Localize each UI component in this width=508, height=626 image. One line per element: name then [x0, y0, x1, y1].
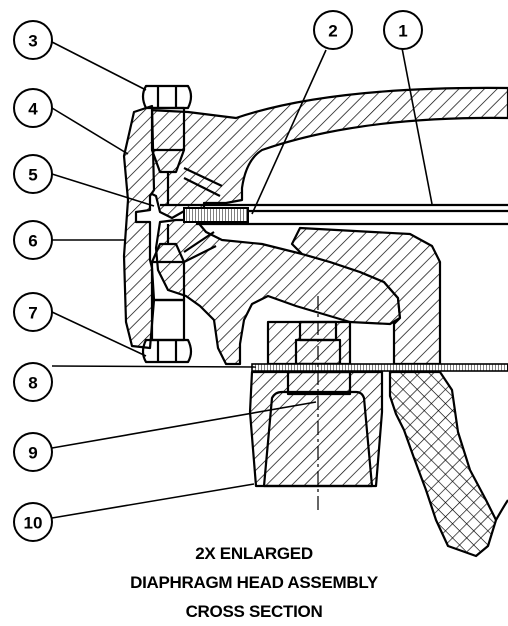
svg-text:9: 9: [28, 444, 37, 463]
leader-lines: [51, 41, 433, 519]
center-body: [154, 218, 402, 366]
balloon-6: 6: [13, 220, 53, 260]
balloon-2: 2: [313, 10, 353, 50]
right-support-block: [388, 370, 498, 558]
right-body-block: [290, 226, 442, 366]
caption-line-1: 2X ENLARGED: [195, 544, 313, 563]
svg-text:8: 8: [28, 374, 37, 393]
lower-cup: [248, 370, 384, 488]
svg-text:6: 6: [28, 232, 37, 251]
balloon-7: 7: [13, 292, 53, 332]
valve-body: [122, 104, 156, 350]
top-port-fitting: [141, 84, 193, 110]
svg-text:1: 1: [398, 22, 407, 41]
balloon-10: 10: [13, 502, 53, 542]
svg-text:5: 5: [28, 166, 37, 185]
balloon-1: 1: [383, 10, 423, 50]
caption-line-2: DIAPHRAGM HEAD ASSEMBLY: [130, 573, 378, 592]
svg-text:2: 2: [328, 22, 337, 41]
balloon-4: 4: [13, 88, 53, 128]
svg-text:4: 4: [28, 100, 38, 119]
svg-text:7: 7: [28, 304, 37, 323]
diaphragm-plate: [183, 207, 249, 223]
balloon-5: 5: [13, 154, 53, 194]
svg-text:3: 3: [28, 32, 37, 51]
balloon-8: 8: [13, 362, 53, 402]
balloon-3: 3: [13, 20, 53, 60]
balloon-9: 9: [13, 432, 53, 472]
bottom-port-fitting: [150, 298, 186, 342]
diaphragm-disc: [251, 363, 508, 372]
svg-text:10: 10: [24, 514, 43, 533]
caption-line-3: CROSS SECTION: [185, 602, 323, 621]
upper-housing: [146, 86, 508, 220]
lower-center-block: [266, 320, 352, 366]
